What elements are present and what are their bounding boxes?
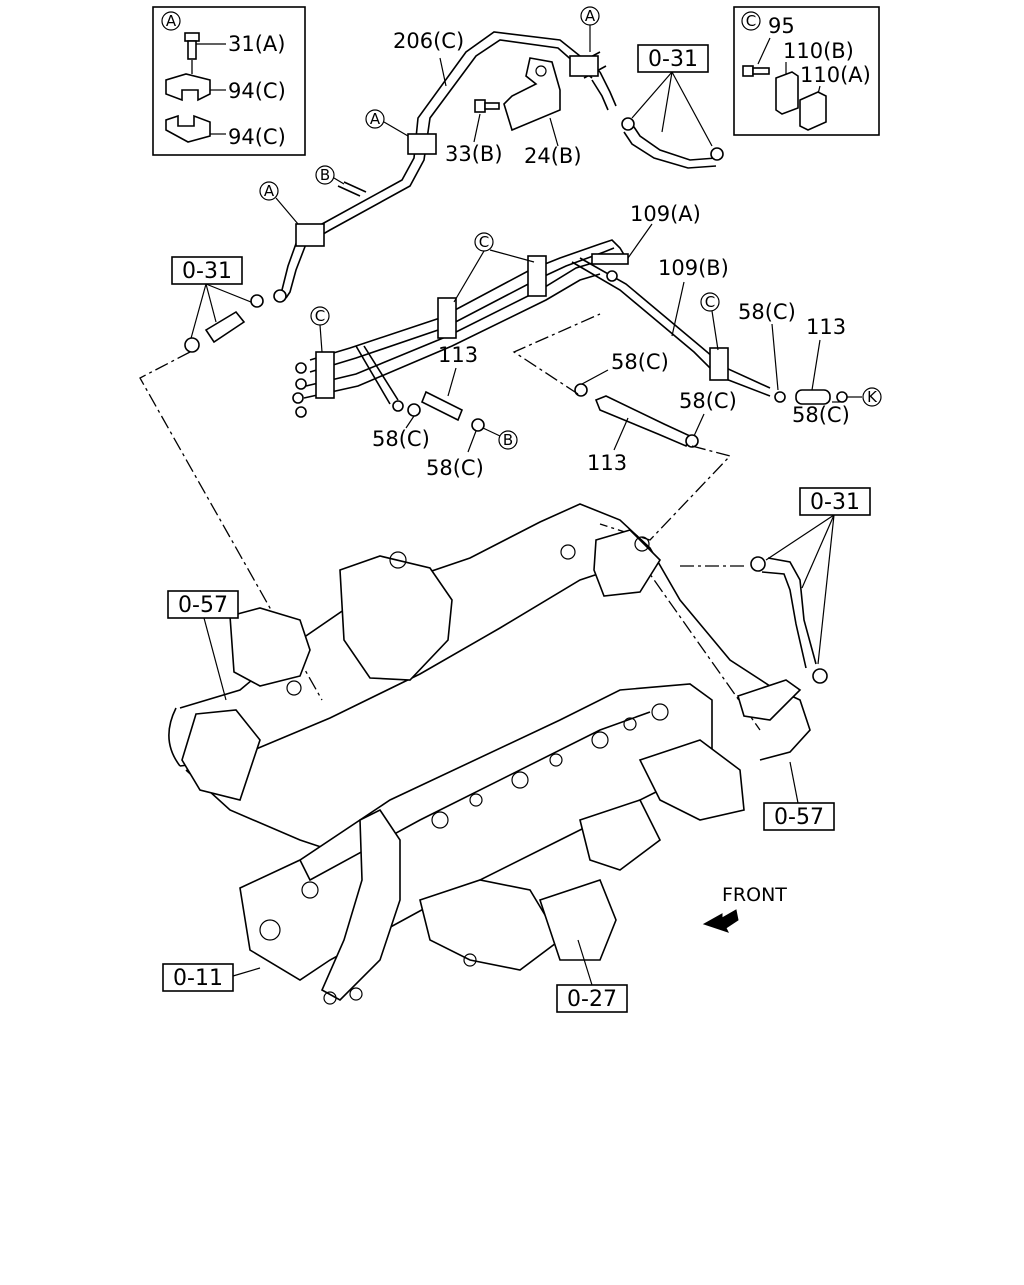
- hose-113-mid-icon: [594, 395, 692, 448]
- label-33b: 33(B): [445, 142, 503, 166]
- svg-text:K: K: [867, 388, 878, 406]
- front-arrow-icon: [702, 909, 739, 933]
- clamp-c-b-icon: [437, 297, 457, 339]
- label-109b: 109(B): [658, 256, 729, 280]
- marker-a-mid: [365, 109, 385, 129]
- hose-left-icon: [204, 310, 246, 344]
- manifold-lower-icon: [419, 879, 562, 971]
- ref-0-31-left: 0-31: [182, 259, 232, 284]
- marker-b-top: [315, 165, 335, 185]
- svg-text:C: C: [315, 307, 325, 325]
- ref-box-0-11: [162, 963, 234, 992]
- ref-box-0-57-right: [763, 802, 835, 831]
- connector-right-lower: [639, 559, 761, 731]
- manifold-flange-left-icon: [229, 607, 311, 687]
- bolt-95-icon: [742, 65, 770, 77]
- ref-box-0-31-right: [799, 487, 871, 516]
- inset-a: A 31(A) 94(C) 94(C): [152, 6, 306, 156]
- label-206c: 206(C): [393, 29, 464, 53]
- clamp-c-a-icon: [315, 351, 335, 399]
- connector-left: [139, 351, 323, 701]
- label-94c-a: 94(C): [228, 79, 286, 103]
- marker-a-left: [259, 181, 279, 201]
- pipe-206c: [273, 31, 617, 303]
- svg-text:C: C: [479, 233, 489, 251]
- label-24b: 24(B): [524, 144, 582, 168]
- inset-c-marker-text: C: [746, 12, 756, 30]
- label-113-1: 113: [806, 315, 846, 339]
- clamp-94c-lower-icon: [165, 114, 211, 143]
- label-58c-5: 58(C): [372, 427, 430, 451]
- label-58c-3: 58(C): [611, 350, 669, 374]
- clamp-94c-upper-icon: [165, 73, 211, 102]
- bracket-24b-icon: [503, 57, 561, 132]
- clamp-110a-icon: [799, 91, 827, 131]
- svg-text:B: B: [503, 431, 513, 449]
- inset-a-marker-text: A: [166, 12, 177, 30]
- ref-0-27: 0-27: [567, 987, 617, 1012]
- clamp-c-c-icon: [527, 255, 547, 297]
- manifold-flange-mid-icon: [339, 555, 453, 681]
- label-110a: 110(A): [800, 63, 871, 87]
- clamp-a-mid-icon: [407, 133, 437, 155]
- svg-text:C: C: [705, 293, 715, 311]
- clamp-a-top-icon: [569, 55, 599, 77]
- manifold-flange-right-icon: [593, 529, 662, 597]
- ref-0-31-right: 0-31: [810, 490, 860, 515]
- inset-a-marker: [161, 11, 181, 31]
- fitting-left-icon: [273, 289, 287, 303]
- stud-b-icon: [337, 181, 367, 197]
- marker-b-low: [498, 430, 518, 450]
- bracket-right-icon: [638, 739, 745, 821]
- label-58c-2: 58(C): [792, 403, 850, 427]
- ref-box-0-57-left: [167, 590, 239, 619]
- manifold-flange-0-27-icon: [538, 879, 617, 961]
- ref-0-31-top: 0-31: [648, 47, 698, 72]
- pipe-distribution: [292, 239, 771, 418]
- ref-0-57-right: 0-57: [774, 805, 824, 830]
- hose-top-icon: [631, 123, 717, 161]
- ref-box-0-31-top: [637, 44, 709, 73]
- marker-c-c: [700, 292, 720, 312]
- label-113-2: 113: [587, 451, 627, 475]
- label-113-3: 113: [438, 343, 478, 367]
- connector-mid: [512, 313, 601, 395]
- bolt-33b-icon: [474, 99, 500, 113]
- marker-k: [862, 387, 882, 407]
- clamp-a-left-icon: [295, 223, 325, 247]
- fitting-109a-icon: [591, 253, 629, 265]
- label-95: 95: [768, 14, 795, 38]
- engine-assembly: [168, 503, 811, 1005]
- ref-0-57-left: 0-57: [178, 593, 228, 618]
- svg-text:B: B: [320, 166, 330, 184]
- svg-text:A: A: [370, 110, 381, 128]
- inset-c-marker: [741, 11, 761, 31]
- ref-box-0-31-left: [171, 256, 243, 285]
- label-110b: 110(B): [783, 39, 854, 63]
- pipe-lower-left-icon: [320, 808, 401, 1001]
- bolt-31a-icon: [184, 32, 200, 60]
- label-58c-1: 58(C): [738, 300, 796, 324]
- hose-113-left-icon: [420, 390, 464, 422]
- label-58c-4: 58(C): [679, 389, 737, 413]
- label-58c-6: 58(C): [426, 456, 484, 480]
- label-94c-b: 94(C): [228, 125, 286, 149]
- inset-c: C 95 110(B) 110(A): [733, 6, 880, 136]
- svg-text:A: A: [585, 7, 596, 25]
- clamp-c-d-icon: [709, 347, 729, 381]
- hose-right-icon: [767, 557, 817, 665]
- label-31a: 31(A): [228, 32, 285, 56]
- clamp-110b-icon: [775, 71, 799, 115]
- hose-113-right-icon: [795, 389, 831, 405]
- front-label: FRONT: [722, 884, 787, 906]
- label-109a: 109(A): [630, 202, 701, 226]
- exhaust-flange-right-icon: [737, 679, 802, 721]
- ref-0-11: 0-11: [173, 966, 223, 991]
- exhaust-flange-left-icon: [181, 709, 261, 801]
- svg-text:A: A: [264, 182, 275, 200]
